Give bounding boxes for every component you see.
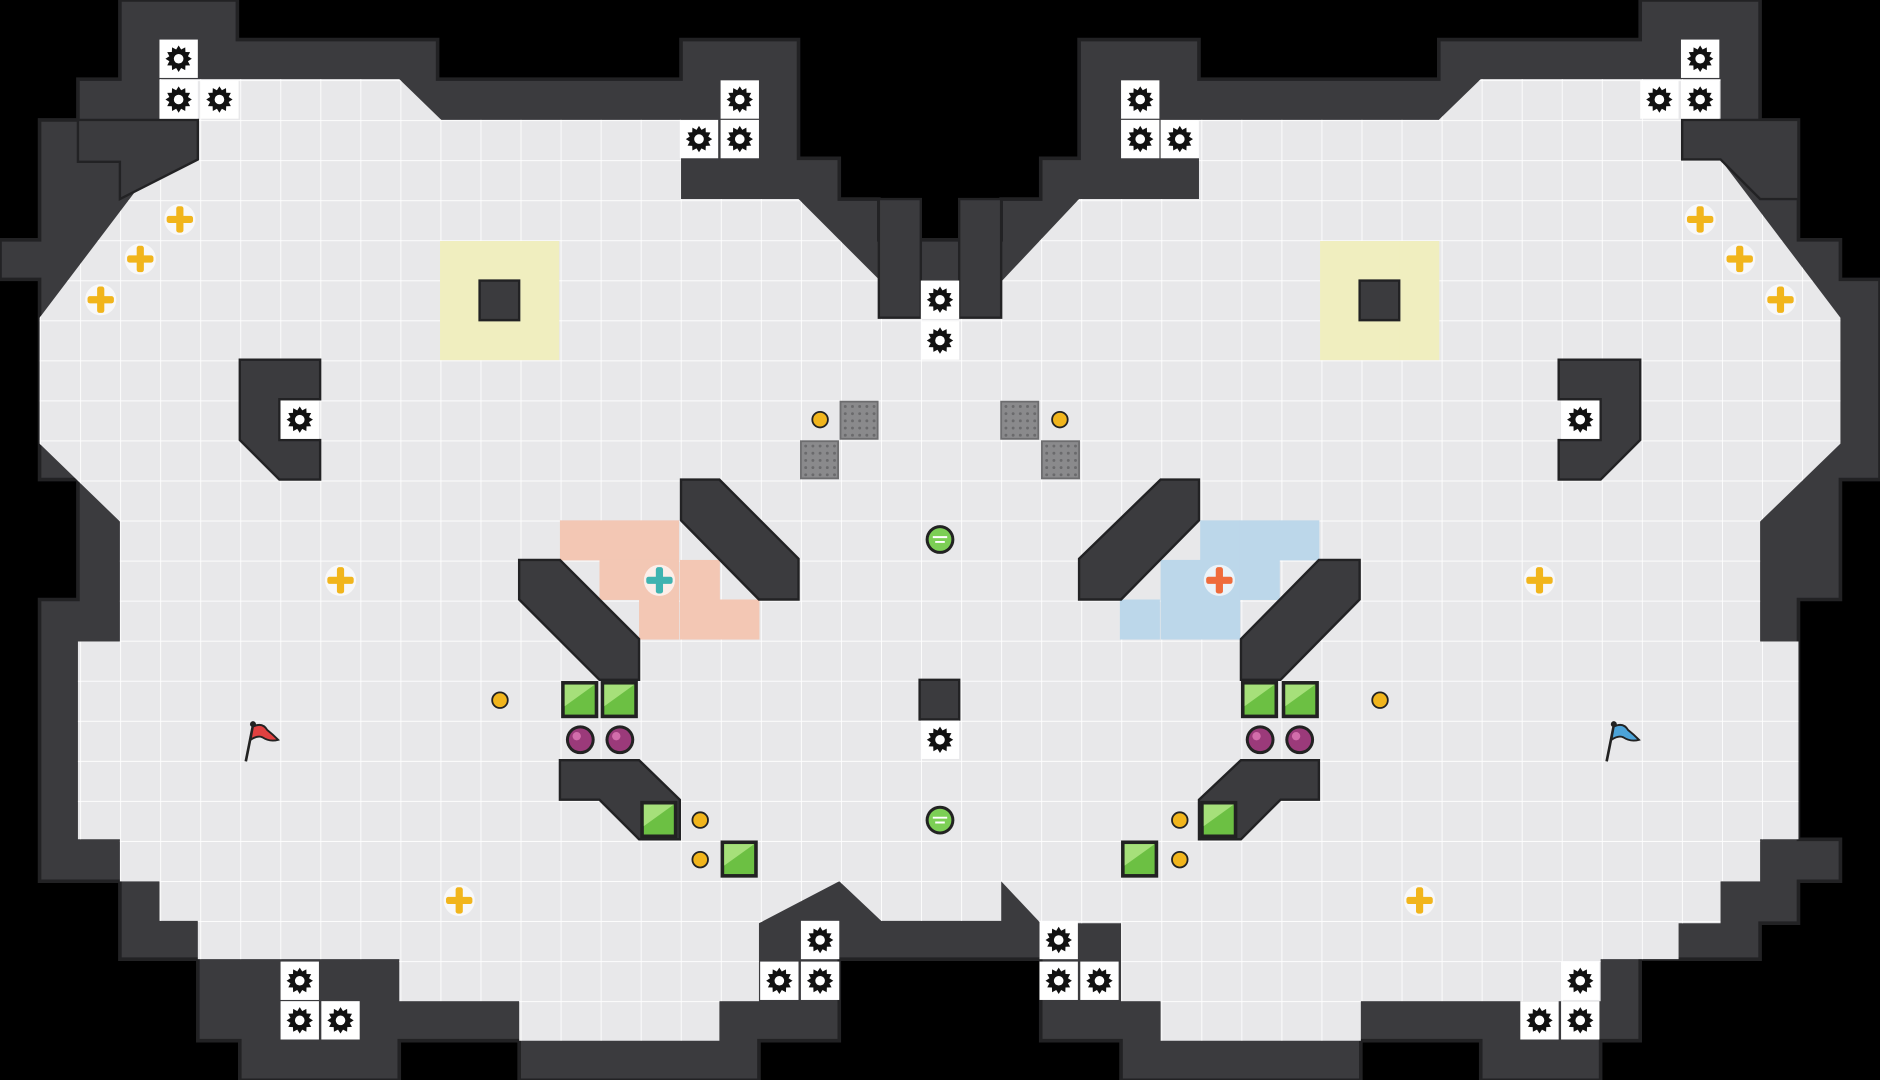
powerup-cross-icon xyxy=(1523,564,1556,596)
powerup-cross-icon xyxy=(1764,284,1797,316)
saw-blade-icon xyxy=(1039,961,1078,1000)
saw-blade-icon xyxy=(920,321,960,360)
green-crate-icon xyxy=(720,840,758,878)
saw-blade-icon xyxy=(321,1001,360,1040)
saw-blade-icon xyxy=(1680,39,1720,78)
diag-bar-2 xyxy=(517,558,641,682)
saw-blade-icon xyxy=(280,1001,319,1040)
green-crate-icon xyxy=(1240,681,1279,719)
powerup-cross-icon xyxy=(643,564,676,596)
boost-pad-icon xyxy=(925,525,955,554)
saw-blade-icon xyxy=(280,400,319,439)
saw-blade-icon xyxy=(800,961,840,1000)
saw-blade-icon xyxy=(1121,119,1160,159)
red-flag-icon xyxy=(244,721,280,762)
green-crate-icon xyxy=(640,800,678,839)
blue-flag-icon xyxy=(1605,721,1641,762)
bracket-right xyxy=(1557,358,1642,481)
corner-ur xyxy=(1680,118,1800,201)
grate-tile xyxy=(800,440,839,480)
pillar-right xyxy=(1358,279,1401,322)
saw-blade-icon xyxy=(200,80,239,119)
powerup-cross-icon xyxy=(1203,564,1235,596)
coin-icon xyxy=(1371,691,1389,709)
saw-blade-icon xyxy=(1561,400,1600,439)
coin-icon xyxy=(691,811,709,829)
coin-icon xyxy=(1051,410,1069,429)
green-crate-icon xyxy=(1121,840,1159,878)
grate-tile xyxy=(839,400,879,440)
bomb-icon xyxy=(605,725,635,755)
coin-icon xyxy=(1171,811,1189,829)
saw-blade-icon xyxy=(1561,1001,1600,1040)
saw-blade-icon xyxy=(1039,920,1078,960)
grate-tile xyxy=(1000,400,1040,440)
corner-ul xyxy=(76,118,200,201)
bracket-left xyxy=(238,358,322,481)
coin-icon xyxy=(691,850,709,869)
powerup-cross-icon xyxy=(1724,243,1756,275)
yellow-zone-right xyxy=(1320,240,1440,361)
coin-icon xyxy=(491,691,509,709)
saw-blade-icon xyxy=(1121,80,1160,119)
saw-blade-icon xyxy=(720,119,759,159)
saw-blade-icon xyxy=(1640,80,1679,119)
diag-bar-3 xyxy=(1077,478,1201,601)
powerup-cross-icon xyxy=(164,203,196,235)
saw-blade-icon xyxy=(1680,80,1720,119)
coin-icon xyxy=(1171,850,1189,869)
powerup-cross-icon xyxy=(85,284,117,316)
saw-blade-icon xyxy=(760,961,799,1000)
neck-right xyxy=(957,197,1003,319)
saw-blade-icon xyxy=(920,280,960,319)
powerup-cross-icon xyxy=(124,243,156,275)
saw-blade-icon xyxy=(1160,119,1199,159)
green-crate-icon xyxy=(561,681,599,719)
bomb-icon xyxy=(565,725,595,755)
saw-blade-icon xyxy=(679,119,719,159)
pillar-left xyxy=(478,279,521,322)
saw-blade-icon xyxy=(159,80,198,119)
diag-bar-4 xyxy=(1239,558,1361,682)
green-crate-icon xyxy=(600,681,638,719)
red-zone xyxy=(559,520,760,640)
yellow-zone-left xyxy=(440,240,560,361)
powerup-cross-icon xyxy=(443,884,475,917)
saw-blade-icon xyxy=(720,80,759,119)
neck-left xyxy=(877,197,923,319)
bomb-icon xyxy=(1285,725,1315,755)
coin-icon xyxy=(811,410,829,429)
powerup-cross-icon xyxy=(1684,203,1716,235)
green-crate-icon xyxy=(1200,800,1238,839)
saw-blade-icon xyxy=(800,920,840,960)
saw-blade-icon xyxy=(159,39,198,78)
saw-blade-icon xyxy=(1561,961,1600,1000)
pillar-center xyxy=(918,678,961,721)
saw-blade-icon xyxy=(1520,1001,1559,1040)
saw-blade-icon xyxy=(920,720,960,759)
saw-blade-icon xyxy=(280,961,319,1000)
diag-bar-1 xyxy=(679,478,800,601)
powerup-cross-icon xyxy=(324,564,357,596)
grate-tile xyxy=(1041,440,1080,480)
green-crate-icon xyxy=(1281,681,1319,719)
powerup-cross-icon xyxy=(1404,884,1436,917)
boost-pad-icon xyxy=(925,805,955,835)
bomb-icon xyxy=(1245,725,1275,755)
saw-blade-icon xyxy=(1080,961,1119,1000)
